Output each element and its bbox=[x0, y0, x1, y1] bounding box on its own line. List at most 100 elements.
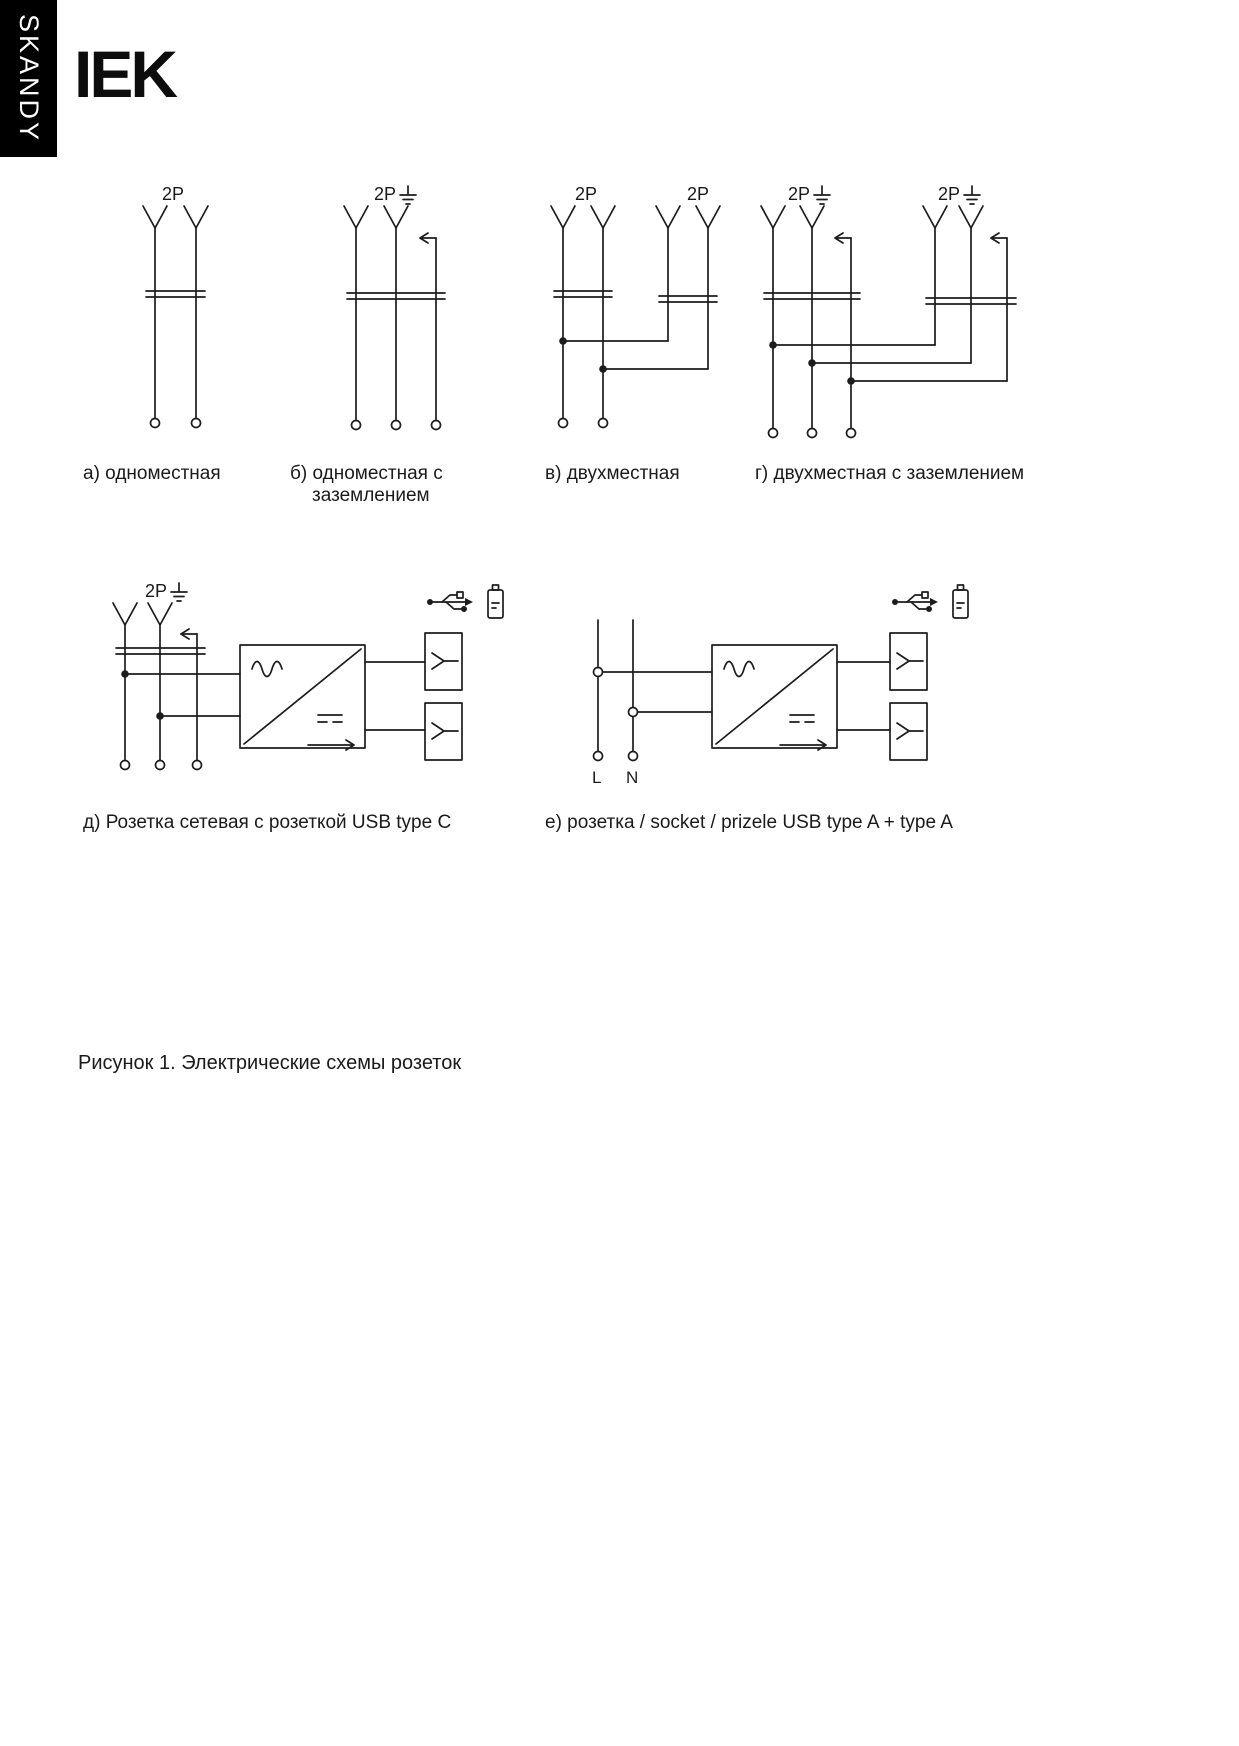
wire bbox=[355, 227, 437, 421]
plug-fork-icon bbox=[343, 205, 369, 229]
ac-dc-divider bbox=[243, 648, 362, 745]
output-arrow-icon bbox=[779, 739, 827, 751]
ac-dc-divider bbox=[715, 648, 834, 745]
wire bbox=[772, 344, 1008, 382]
dc-symbol-icon bbox=[789, 714, 815, 723]
diagram-e-caption: е) розетка / socket / prizele USB type A… bbox=[545, 812, 953, 833]
usb-outlet-box bbox=[889, 702, 928, 761]
earth-wire-arrow-icon bbox=[834, 232, 852, 244]
terminal-circle bbox=[430, 419, 442, 431]
terminal-circle bbox=[350, 419, 362, 431]
wire bbox=[562, 340, 709, 370]
earth-icon bbox=[170, 582, 188, 602]
series-label: SKANDY bbox=[14, 13, 44, 144]
terminal-circle bbox=[597, 417, 609, 429]
usb-outlet-box bbox=[424, 632, 463, 691]
diagram-g-pole-label-2: 2P bbox=[938, 184, 961, 204]
diagram-d-caption: д) Розетка сетевая с розеткой USB type C bbox=[83, 812, 452, 833]
terminal-circle bbox=[557, 417, 569, 429]
plug-fork-icon bbox=[112, 602, 138, 626]
terminal-circle bbox=[149, 417, 161, 429]
diagram-b-lineart bbox=[343, 185, 446, 431]
wire bbox=[601, 671, 713, 713]
dc-symbol-icon bbox=[317, 714, 343, 723]
terminal-circle bbox=[154, 759, 166, 771]
diagram-a-lineart bbox=[142, 205, 209, 429]
wire bbox=[124, 673, 241, 717]
diagram-b-caption-line2: заземлением bbox=[312, 485, 430, 506]
tap-terminal-circle bbox=[592, 666, 604, 678]
socket-contacts-bar bbox=[553, 290, 613, 298]
usb-icon bbox=[892, 591, 938, 612]
receptacle-contact-icon bbox=[431, 652, 459, 670]
figure-caption: Рисунок 1. Электрические схемы розеток bbox=[78, 1052, 462, 1074]
diagram-v-pole-label-1: 2P bbox=[575, 184, 598, 204]
diagram-b-caption-line1: б) одноместная с bbox=[290, 463, 443, 484]
terminal-circle bbox=[191, 759, 203, 771]
power-supply-box bbox=[711, 644, 838, 751]
terminal-n-label: N bbox=[626, 768, 639, 787]
diagram-g-pole-label-1: 2P bbox=[788, 184, 811, 204]
tap-terminal-circle bbox=[627, 706, 639, 718]
receptacle-contact-icon bbox=[431, 722, 459, 740]
junction-dot bbox=[808, 359, 816, 367]
battery-icon bbox=[487, 584, 504, 619]
terminal-circle bbox=[592, 750, 604, 762]
diagram-a-pole-label: 2P bbox=[162, 184, 185, 204]
diagram-d-pole-label: 2P bbox=[145, 581, 168, 601]
socket-contacts-bar bbox=[763, 292, 861, 300]
battery-icon bbox=[952, 584, 969, 619]
terminal-circle bbox=[119, 759, 131, 771]
earth-wire-arrow-icon bbox=[419, 232, 437, 244]
earth-wire-arrow-icon bbox=[990, 232, 1008, 244]
plug-fork-icon bbox=[590, 205, 616, 229]
plug-fork-icon bbox=[550, 205, 576, 229]
plug-fork-icon bbox=[799, 205, 825, 229]
receptacle-contact-icon bbox=[896, 652, 924, 670]
terminal-l-label: L bbox=[592, 768, 602, 787]
usb-outlet-box bbox=[889, 632, 928, 691]
socket-contacts-bar bbox=[925, 297, 1017, 305]
series-tab: SKANDY bbox=[0, 0, 57, 157]
terminal-circle bbox=[390, 419, 402, 431]
diagram-v-pole-label-2: 2P bbox=[687, 184, 710, 204]
wire bbox=[772, 227, 852, 430]
plug-fork-icon bbox=[147, 602, 173, 626]
terminal-circle bbox=[190, 417, 202, 429]
usb-icon bbox=[427, 591, 473, 612]
earth-icon bbox=[813, 185, 831, 205]
brand-logo: IEK bbox=[74, 37, 178, 111]
receptacle-contact-icon bbox=[896, 722, 924, 740]
junction-dot bbox=[599, 365, 607, 373]
earth-icon bbox=[963, 185, 981, 205]
socket-contacts-bar bbox=[658, 295, 718, 303]
plug-fork-icon bbox=[655, 205, 681, 229]
diagram-v-caption: в) двухместная bbox=[545, 463, 680, 484]
ac-sine-icon bbox=[251, 660, 283, 678]
wire bbox=[667, 227, 709, 370]
diagram-b-pole-label: 2P bbox=[374, 184, 397, 204]
plug-fork-icon bbox=[142, 205, 168, 229]
wire bbox=[364, 661, 426, 731]
terminal-circle bbox=[806, 427, 818, 439]
junction-dot bbox=[769, 341, 777, 349]
plug-fork-icon bbox=[183, 205, 209, 229]
wire bbox=[934, 227, 1008, 382]
wire bbox=[154, 227, 197, 420]
plug-fork-icon bbox=[760, 205, 786, 229]
plug-fork-icon bbox=[383, 205, 409, 229]
wire bbox=[597, 619, 634, 752]
diagram-a-caption: а) одноместная bbox=[83, 463, 221, 484]
plug-fork-icon bbox=[958, 205, 984, 229]
earth-icon bbox=[399, 185, 417, 205]
usb-outlet-box bbox=[424, 702, 463, 761]
terminal-circle bbox=[627, 750, 639, 762]
terminal-circle bbox=[845, 427, 857, 439]
socket-contacts-bar bbox=[346, 292, 446, 300]
power-supply-box bbox=[239, 644, 366, 751]
wire bbox=[124, 624, 198, 761]
plug-fork-icon bbox=[695, 205, 721, 229]
diagram-g-lineart bbox=[760, 185, 1017, 439]
